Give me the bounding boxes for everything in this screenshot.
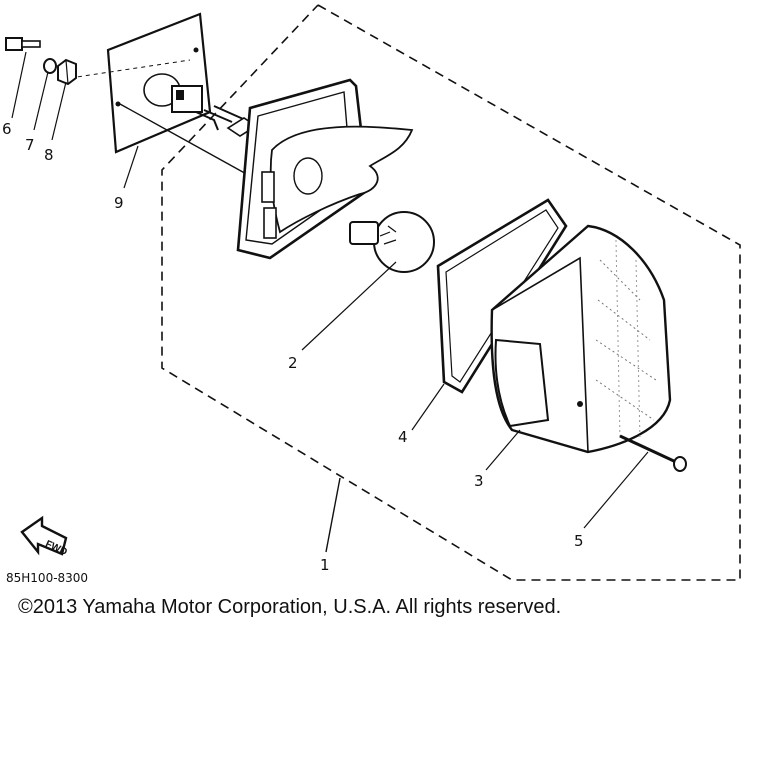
nut-part xyxy=(57,58,77,86)
copyright-notice: ©2013 Yamaha Motor Corporation, U.S.A. A… xyxy=(18,596,562,618)
assembly-boundary xyxy=(161,4,741,581)
screw-part xyxy=(619,434,687,472)
callout-4: 4 xyxy=(398,428,408,446)
callout-7: 7 xyxy=(25,136,35,154)
callout-5: 5 xyxy=(574,532,584,550)
callout-8: 8 xyxy=(44,146,54,164)
mounting-plate-part xyxy=(106,12,212,154)
washer-part xyxy=(43,58,57,74)
callout-2: 2 xyxy=(288,354,298,372)
lens-part xyxy=(490,224,672,454)
drawing-code: 85H100-8300 xyxy=(6,571,88,585)
callout-1: 1 xyxy=(320,556,330,574)
callout-9: 9 xyxy=(114,194,124,212)
callout-6: 6 xyxy=(2,120,12,138)
bolt-part xyxy=(5,37,41,51)
forward-arrow-icon: FWD xyxy=(20,515,69,558)
wire-connector-part xyxy=(171,85,258,137)
bulb-part xyxy=(349,211,435,273)
lamp-base-housing-part xyxy=(236,78,414,260)
callout-3: 3 xyxy=(474,472,484,490)
